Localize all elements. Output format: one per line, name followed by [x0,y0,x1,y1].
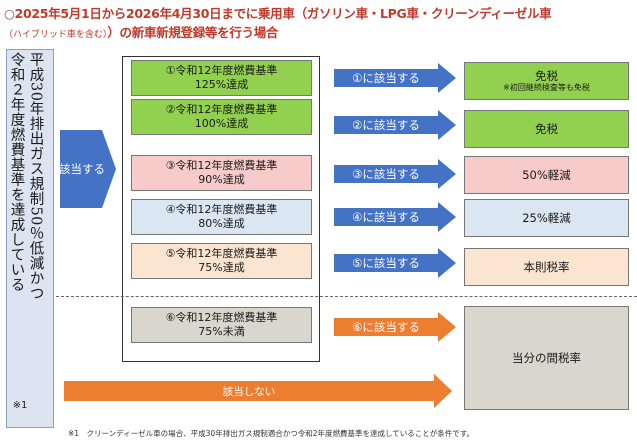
not-applicable-label: 該当しない [222,385,276,398]
arrow-3: ③に該当する [334,159,456,189]
criterion-3-level: 90%達成 [198,173,245,186]
criterion-2-title: ②令和12年度燃費基準 [165,103,278,116]
criterion-3-title: ③令和12年度燃費基準 [165,159,278,172]
criterion-4-title: ④令和12年度燃費基準 [165,203,278,216]
applies-arrow-label: 該当する [59,162,105,176]
condition-panel [6,49,54,428]
arrow-6: ⑥に該当する [334,312,456,342]
arrow-1-shape [334,63,456,93]
arrow-5-label: ⑤に該当する [352,256,420,270]
result-5-label: 本則税率 [523,260,570,274]
applies-arrow: 該当する [59,130,116,208]
arrow-1-label: ①に該当する [352,71,420,85]
criterion-6-level: 75%未満 [198,325,245,338]
title-line-2-main: ）の新車新規登録等を行う場合 [107,25,279,40]
title-line-1: ○2025年5月1日から2026年4月30日までに乗用車（ガソリン車・LPG車・… [4,6,552,21]
arrow-4-shape [334,202,456,232]
title-hybrid-note: （ハイブリッド車を含む） [4,30,108,40]
condition-note-mark: ※1 [12,400,28,411]
result-2: 免税 [464,110,629,148]
condition-text-line-2: 令和２年度燃費基準を達成している [8,52,25,292]
arrow-5: ⑤に該当する [334,248,456,278]
criterion-1-level: 125%達成 [194,78,249,91]
result-2-label: 免税 [535,122,558,136]
arrow-2: ②に該当する [334,110,456,140]
arrow-6-shape [334,312,456,342]
result-4: 25%軽減 [464,199,629,237]
criterion-2-level: 100%達成 [194,117,249,130]
result-3: 50%軽減 [464,156,629,194]
arrow-2-label: ②に該当する [352,118,420,132]
arrow-6-label: ⑥に該当する [352,320,420,334]
footnote: ※1 クリーンディーゼル車の場合、平成30年排出ガス規制適合かつ令和2年度燃費基… [68,429,474,438]
result-1-note: ※初回継続検査等も免税 [503,83,590,92]
arrow-4-label: ④に該当する [352,210,420,224]
arrow-4: ④に該当する [334,202,456,232]
arrow-1: ①に該当する [334,63,456,93]
result-1-label: 免税 [535,69,558,83]
criterion-5-level: 75%達成 [198,261,245,274]
not-applicable-arrow-shape [64,374,452,408]
arrow-3-label: ③に該当する [352,167,420,181]
criterion-6-title: ⑥令和12年度燃費基準 [165,311,278,324]
criterion-1-title: ①令和12年度燃費基準 [165,64,278,77]
not-applicable-arrow: 該当しない [64,374,452,408]
arrow-5-shape [334,248,456,278]
applies-arrow-shape [60,130,116,208]
criterion-4-level: 80%達成 [198,217,245,230]
arrow-3-shape [334,159,456,189]
result-4-label: 25%軽減 [522,211,571,225]
divider-line [56,296,637,297]
result-3-label: 50%軽減 [522,168,571,182]
result-1: 免税※初回継続検査等も免税 [464,62,629,100]
condition-text-line-1: 平成30年排出ガス規制50％低減かつ [27,52,44,301]
result-6: 当分の間税率 [464,306,629,410]
arrow-2-shape [334,110,456,140]
result-6-label: 当分の間税率 [512,351,581,365]
criterion-5-title: ⑤令和12年度燃費基準 [165,247,278,260]
result-5: 本則税率 [464,248,629,286]
title-line-2: （ハイブリッド車を含む））の新車新規登録等を行う場合 [4,22,278,41]
